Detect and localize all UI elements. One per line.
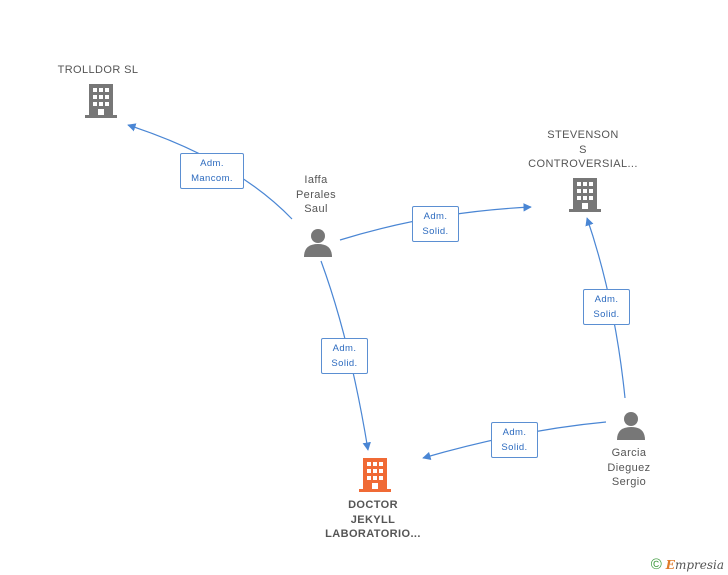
edge-label-line: Solid. (422, 226, 449, 237)
node-label-line: Saul (304, 203, 328, 215)
node-label-line: S (579, 143, 587, 156)
node-label-line: DOCTOR (348, 499, 398, 511)
node-label-line: LABORATORIO... (325, 528, 421, 540)
empresia-watermark: © Empresia (651, 556, 724, 573)
edge-label-garcia-doctor[interactable]: Adm. Solid. (491, 422, 538, 458)
node-label-line: Perales (295, 188, 337, 201)
brand-logo: Empresia (666, 558, 724, 572)
person-icon[interactable] (616, 410, 646, 440)
node-label-line: Sergio (611, 476, 647, 488)
edge-label-line: Solid. (501, 442, 528, 453)
building-icon[interactable] (85, 84, 117, 118)
node-label-line: JEKYLL (350, 513, 396, 526)
copyright-icon: © (650, 556, 662, 573)
edge-label-iaffa-trolldor[interactable]: Adm. Mancom. (180, 153, 244, 189)
building-icon[interactable] (359, 458, 391, 492)
node-label-line: TROLLDOR SL (57, 64, 139, 76)
edge-label-garcia-stevenson[interactable]: Adm. Solid. (583, 289, 630, 325)
node-label-line: Iaffa (304, 174, 328, 186)
brand-initial: E (665, 557, 675, 572)
edge-label-line: Adm. (594, 294, 619, 305)
node-label-line: CONTROVERSIAL... (528, 158, 638, 170)
edge-label-line: Adm. (332, 343, 357, 354)
node-label-stevenson[interactable]: STEVENSON S CONTROVERSIAL... (518, 128, 648, 172)
node-label-garcia[interactable]: Garcia Dieguez Sergio (589, 446, 669, 490)
node-label-doctor[interactable]: DOCTOR JEKYLL LABORATORIO... (308, 498, 438, 542)
node-label-iaffa[interactable]: Iaffa Perales Saul (276, 173, 356, 217)
node-label-trolldor[interactable]: TROLLDOR SL (48, 63, 148, 78)
edge-label-iaffa-stevenson[interactable]: Adm. Solid. (412, 206, 459, 242)
edge-label-line: Adm. (423, 211, 448, 222)
edge-label-line: Solid. (593, 309, 620, 320)
edge-label-iaffa-doctor[interactable]: Adm. Solid. (321, 338, 368, 374)
edge-label-line: Adm. (502, 427, 527, 438)
building-icon[interactable] (569, 178, 601, 212)
edge-label-line: Solid. (331, 358, 358, 369)
brand-rest: mpresia (674, 557, 724, 572)
node-label-line: STEVENSON (547, 129, 619, 141)
edge-label-line: Adm. (200, 158, 224, 169)
edge-label-line: Mancom. (191, 173, 233, 184)
node-label-line: Dieguez (607, 461, 651, 474)
person-icon[interactable] (303, 227, 333, 257)
node-label-line: Garcia (611, 447, 647, 459)
